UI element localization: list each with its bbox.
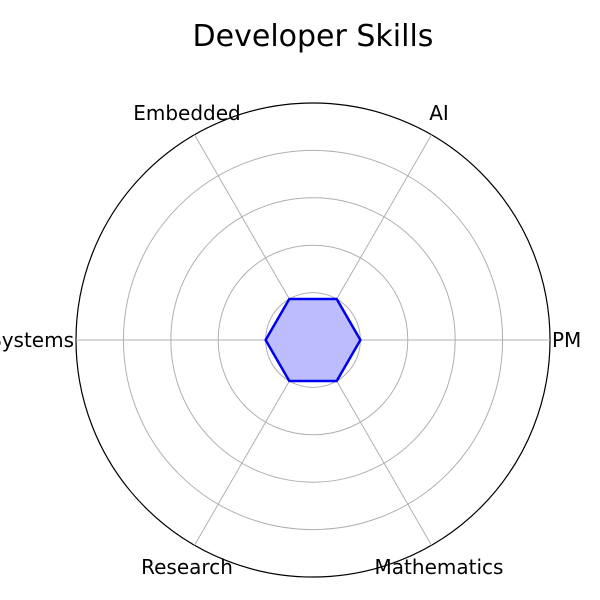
chart-title: Developer Skills (193, 19, 434, 54)
axis-label-ai: AI (429, 101, 449, 125)
axis-label-pm: PM (552, 328, 581, 352)
axis-labels: PM AI EmbeddedSystemsResearch Mathematics (0, 101, 581, 579)
axis-label-research: Research (141, 555, 233, 579)
series-area-0 (265, 298, 361, 382)
radar-grid (75, 102, 551, 578)
axis-label-mathematics: Mathematics (375, 555, 504, 579)
axis-label-systems: Systems (0, 328, 74, 352)
radar-data (264, 297, 362, 383)
axis-label-embedded: Embedded (133, 101, 241, 125)
